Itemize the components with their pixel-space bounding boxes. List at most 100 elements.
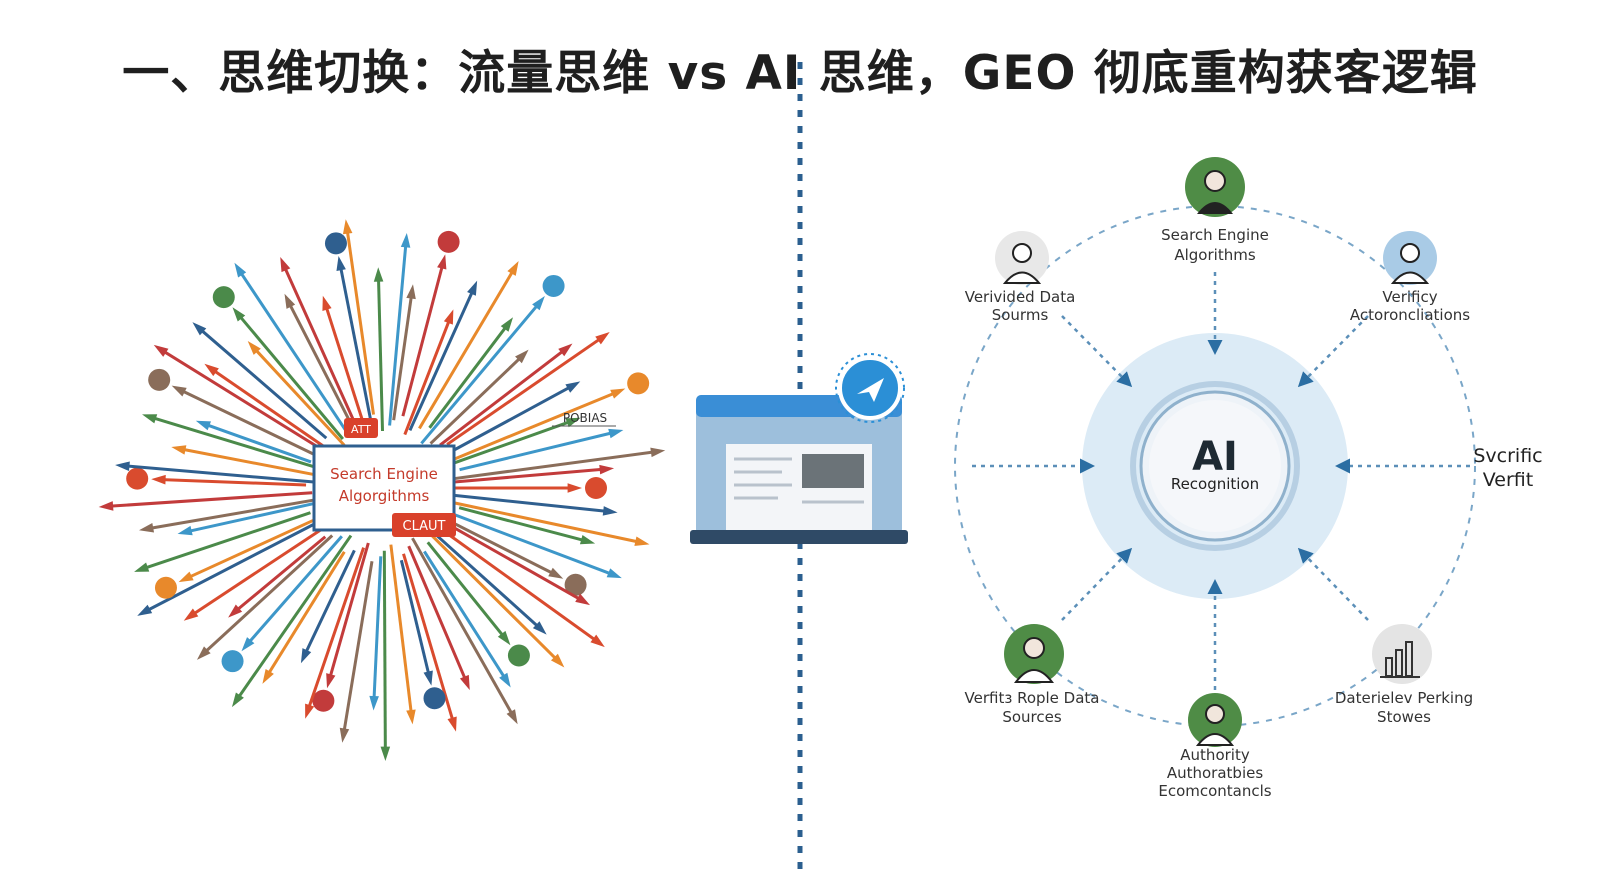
burst-arrow-head xyxy=(171,385,187,397)
node-upper-left: Verivided Data Sourms xyxy=(965,231,1076,324)
burst-arrow xyxy=(372,556,383,703)
burst-arrow-head xyxy=(532,296,545,311)
burst-arrow-head xyxy=(459,674,470,691)
burst-arrow-head xyxy=(142,414,158,424)
node-bottom: Authority Authoratbies Ecomcontancls xyxy=(1158,693,1272,800)
burst-arrow-head xyxy=(406,284,416,300)
burst-arrow-head xyxy=(467,280,478,296)
burst-arrow-head xyxy=(499,672,511,688)
burst-arrow-head xyxy=(373,267,384,282)
burst-arrow xyxy=(443,450,658,482)
burst-arrow xyxy=(408,287,476,431)
spoke-arrow xyxy=(1297,315,1369,388)
burst-arrow xyxy=(382,550,387,754)
burst-arrow-head xyxy=(565,381,581,393)
burst-arrow xyxy=(428,532,560,663)
app-bubble-icon xyxy=(212,286,235,309)
person-icon xyxy=(1002,243,1042,284)
burst-arrow xyxy=(345,227,376,415)
node-upper-right-line2: Actoroncliations xyxy=(1350,306,1470,324)
burst-arrow-head xyxy=(447,716,457,732)
burst-arrow xyxy=(458,506,588,543)
node-upper-left-line1: Verivided Data xyxy=(965,288,1076,306)
burst-arrow xyxy=(235,534,353,702)
app-bubble-icon xyxy=(221,650,244,673)
node-right-line2: Verfit xyxy=(1483,469,1533,491)
burst-arrow xyxy=(388,240,408,426)
burst-arrow xyxy=(210,367,327,450)
burst-arrow xyxy=(443,390,619,465)
burst-arrow-head xyxy=(608,428,624,439)
node-lower-left-line1: Verfitɜ Rople Data xyxy=(965,689,1100,707)
hub-ai-label: AI xyxy=(1192,434,1238,480)
node-lower-left-line2: Sources xyxy=(1002,708,1062,726)
burst-arrow xyxy=(106,491,313,508)
burst-arrow xyxy=(453,501,642,545)
burst-arrow-head xyxy=(380,746,391,762)
person-icon xyxy=(1390,243,1430,284)
burst-arrow-head xyxy=(98,501,114,511)
node-lower-right-line2: Stowes xyxy=(1377,708,1431,726)
burst-arrow xyxy=(159,477,307,487)
burst-arrow-head xyxy=(443,309,454,325)
burst-arrow xyxy=(159,348,330,455)
burst-arrow-head xyxy=(284,293,296,309)
burst-arrow xyxy=(429,354,524,445)
pobias-label: POBIAS xyxy=(563,411,607,425)
burst-arrow-head xyxy=(400,232,411,248)
burst-arrow xyxy=(251,345,346,447)
burst-arrow-head xyxy=(171,445,187,455)
att-tag: ATT xyxy=(344,418,378,438)
burst-arrow xyxy=(245,535,343,647)
chart-icon xyxy=(1380,641,1420,678)
burst-arrow xyxy=(201,534,334,656)
burst-arrow-head xyxy=(247,340,261,355)
burst-arrow xyxy=(411,537,516,718)
node-bottom-line3: Ecomcontancls xyxy=(1158,782,1271,800)
app-bubble-icon xyxy=(312,689,335,712)
burst-arrow-head xyxy=(192,322,207,336)
burst-arrow xyxy=(122,464,325,485)
burst-arrow xyxy=(149,415,316,469)
burst-arrow-head xyxy=(232,307,246,322)
burst-arrow-head xyxy=(634,536,650,546)
person-icon xyxy=(1197,170,1233,214)
spoke-arrows xyxy=(972,272,1470,690)
app-bubble-icon xyxy=(585,477,607,499)
burst-arrow-head xyxy=(234,262,247,278)
burst-arrow-head xyxy=(558,343,573,357)
burst-arrow-head xyxy=(565,417,581,428)
app-bubble-icon xyxy=(542,274,565,297)
spoke-arrow xyxy=(1061,315,1133,388)
burst-arrow-head xyxy=(342,219,353,235)
node-lower-right: Daterielev Perking Stowes xyxy=(1335,624,1473,726)
node-right-line1: Svcrific xyxy=(1473,445,1542,467)
app-bubble-icon xyxy=(564,573,587,596)
burst-arrow-head xyxy=(550,653,565,668)
app-bubble-icon xyxy=(627,372,650,395)
person-icon xyxy=(1013,637,1055,683)
burst-arrow xyxy=(446,335,605,446)
node-upper-right-line1: Verificy xyxy=(1382,288,1437,306)
burst-arrow-head xyxy=(231,692,244,708)
burst-arrow xyxy=(338,263,373,422)
node-top-line1: Search Engine xyxy=(1161,226,1269,244)
burst-arrow-head xyxy=(139,523,155,533)
burst-arrow xyxy=(439,347,568,447)
app-bubble-icon xyxy=(148,368,171,391)
node-lower-right-line1: Daterielev Perking xyxy=(1335,689,1473,707)
burst-arrow xyxy=(402,553,456,725)
burst-arrow xyxy=(418,267,516,430)
burst-arrow xyxy=(401,261,445,417)
hub-recognition-label: Recognition xyxy=(1171,475,1259,493)
burst-arrow xyxy=(407,545,469,684)
burst-arrow-head xyxy=(595,331,610,345)
burst-arrow xyxy=(282,263,362,437)
burst-arrow xyxy=(441,516,557,577)
burst-arrow-head xyxy=(567,483,582,493)
node-bottom-line1: Authority xyxy=(1180,746,1250,764)
burst-arrow-head xyxy=(369,695,379,711)
node-upper-right: Verificy Actoroncliations xyxy=(1350,231,1470,324)
burst-arrow-head xyxy=(590,634,605,648)
burst-arrow-head xyxy=(437,254,447,270)
